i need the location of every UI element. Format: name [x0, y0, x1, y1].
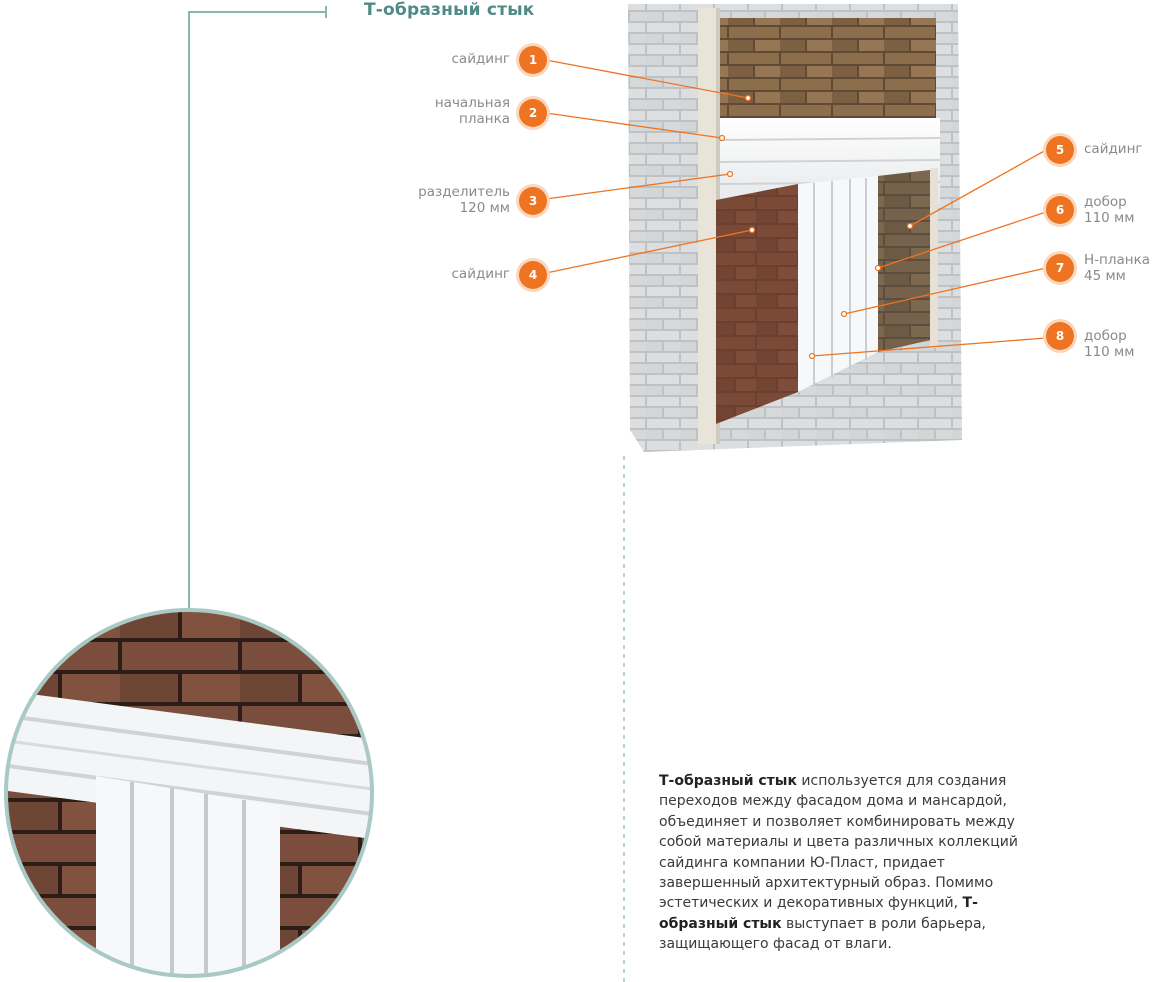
label-7: Н-планка 45 мм	[1084, 252, 1151, 284]
label-4: сайдинг	[451, 266, 511, 282]
label-8: добор 110 мм	[1084, 328, 1135, 360]
badge-4: 4	[519, 261, 547, 289]
description-part-1: используется для создания переходов межд…	[659, 773, 1018, 912]
badge-8: 8	[1046, 322, 1074, 350]
label-5: сайдинг	[1084, 141, 1143, 157]
label-1: сайдинг	[451, 51, 511, 67]
label-6: добор 110 мм	[1084, 194, 1135, 226]
badge-6: 6	[1046, 196, 1074, 224]
description-text: Т-образный стык используется для создани…	[659, 771, 1039, 955]
label-3: разделитель 120 мм	[418, 184, 510, 216]
zoom-detail-circle	[6, 610, 372, 976]
description-part-2: выступает в роли барьера, защищающего фа…	[659, 915, 986, 953]
description-term-repeat: Т-образный стык	[659, 895, 978, 932]
badge-1: 1	[519, 46, 547, 74]
description-term: Т-образный стык	[659, 773, 797, 789]
badge-2: 2	[519, 99, 547, 127]
badge-3: 3	[519, 187, 547, 215]
label-2: начальная планка	[434, 95, 510, 127]
badge-7: 7	[1046, 254, 1074, 282]
wall-illustration	[628, 4, 962, 452]
badge-5: 5	[1046, 136, 1074, 164]
diagram-title: Т-образный стык	[364, 0, 535, 20]
